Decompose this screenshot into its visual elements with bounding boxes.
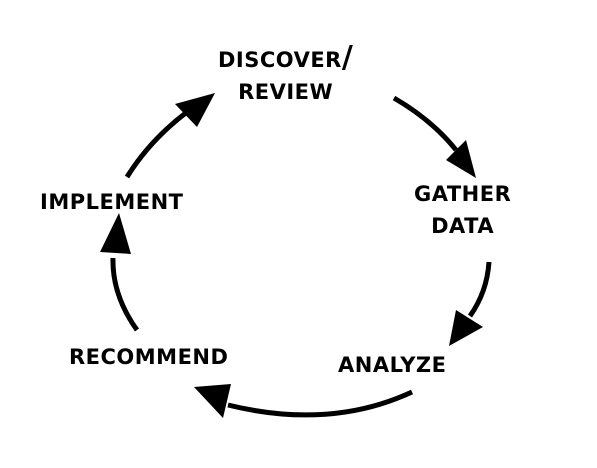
arrow-arc-discover-to-gather [392, 95, 458, 152]
stage-label-analyze-line-1: Analyze [338, 345, 447, 380]
stage-label-recommend: Recommend [69, 337, 229, 372]
arrow-arc-recommend-to-implement [110, 257, 140, 332]
stage-label-recommend-line-1: Recommend [69, 337, 229, 372]
arrowhead-discover-to-gather [446, 140, 476, 178]
stage-label-discover-line-1: Discover/ [218, 40, 354, 75]
stage-label-discover-review: Discover/ Review [218, 40, 354, 108]
stage-label-gather-line-2: Data [431, 206, 495, 242]
arrow-arc-implement-to-discover [124, 110, 189, 179]
stage-label-implement: Implement [40, 182, 184, 217]
stage-label-gather-line-1: Gather [414, 174, 512, 209]
arrow-arc-analyze-to-recommend [227, 389, 414, 418]
arrow-arc-gather-to-analyze [467, 261, 492, 318]
arrowhead-implement-to-discover [175, 93, 215, 127]
stage-label-gather-data: Gather Data [414, 174, 512, 242]
stage-label-implement-line-1: Implement [40, 182, 184, 217]
stage-label-discover-line-2: Review [238, 72, 334, 108]
arrowhead-analyze-to-recommend [194, 384, 231, 418]
arrowhead-gather-to-analyze [449, 310, 483, 346]
arrowhead-recommend-to-implement [100, 213, 131, 254]
stage-label-analyze: Analyze [338, 345, 447, 380]
